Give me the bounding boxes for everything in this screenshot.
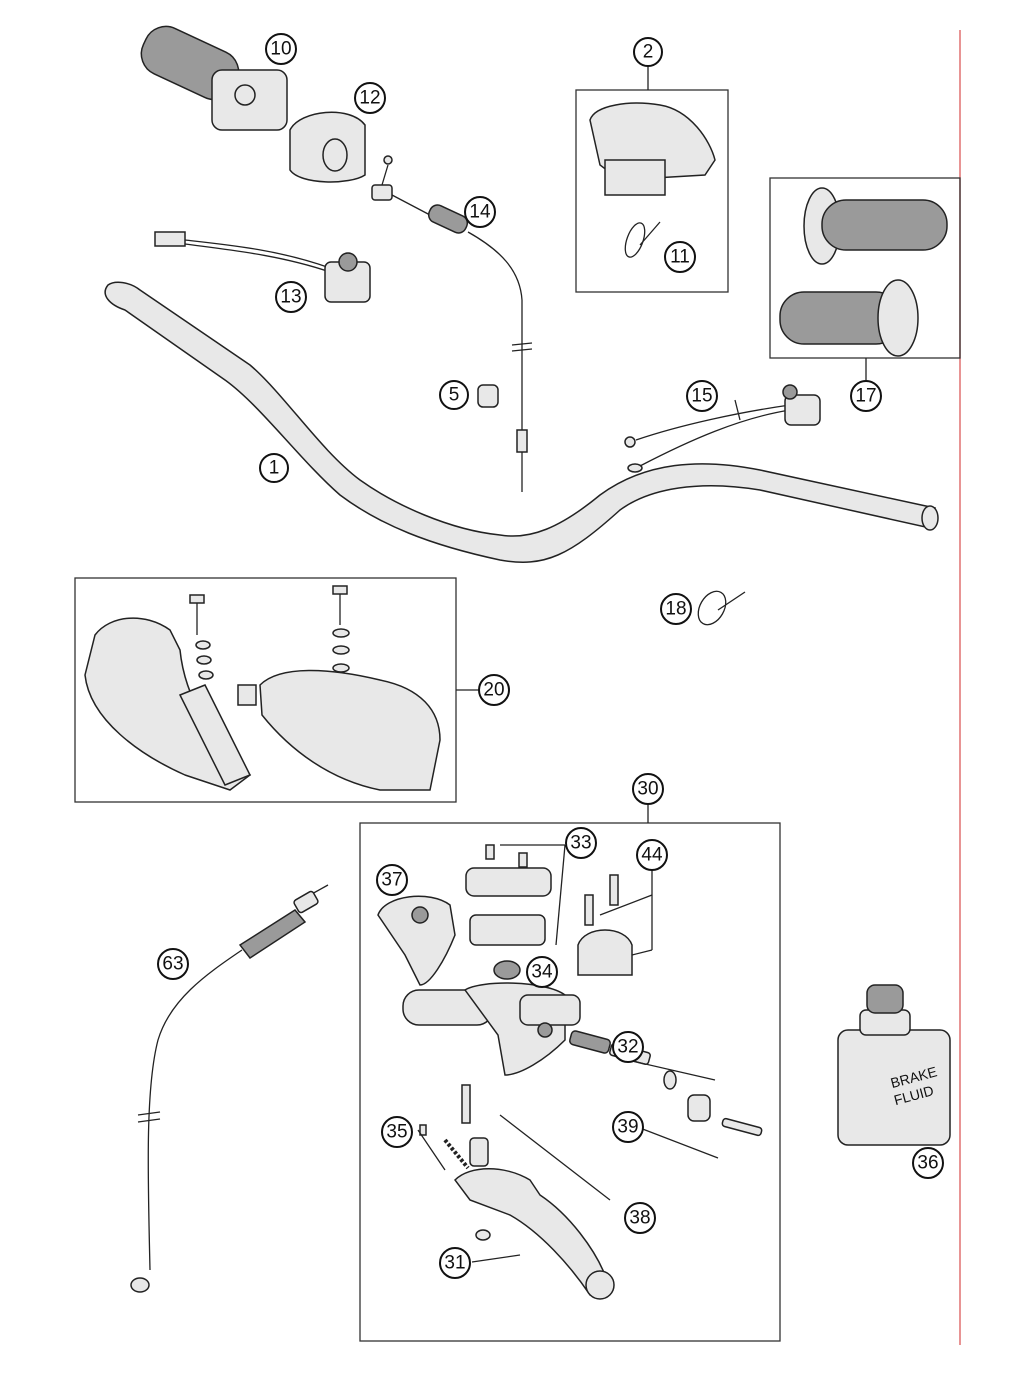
callout-1: 1 <box>259 453 289 483</box>
callout-20: 20 <box>478 674 510 706</box>
callout-11: 11 <box>664 241 696 273</box>
callout-18: 18 <box>660 593 692 625</box>
throttle-grip <box>140 25 288 131</box>
cable-tie-18 <box>697 590 746 626</box>
callout-34: 34 <box>526 956 558 988</box>
switch-15 <box>624 384 821 473</box>
switch-13 <box>154 231 371 303</box>
svg-text:38: 38 <box>629 1208 650 1229</box>
svg-text:35: 35 <box>386 1122 407 1143</box>
callout-10: 10 <box>265 33 297 65</box>
handguards-20 <box>84 585 441 791</box>
callout-44: 44 <box>636 839 668 871</box>
brake-fluid-can-36: BRAKE FLUID <box>837 984 951 1146</box>
callout-37: 37 <box>376 864 408 896</box>
svg-text:15: 15 <box>691 386 712 407</box>
cover-part-2 <box>589 102 716 258</box>
svg-text:5: 5 <box>449 385 460 406</box>
svg-text:36: 36 <box>917 1153 938 1174</box>
leader-lines <box>417 66 867 1263</box>
callout-17: 17 <box>850 380 882 412</box>
svg-text:33: 33 <box>570 833 591 854</box>
handlebar <box>104 281 939 563</box>
callout-13: 13 <box>275 281 307 313</box>
svg-text:18: 18 <box>665 599 686 620</box>
callout-30: 30 <box>632 773 664 805</box>
callout-39: 39 <box>612 1111 644 1143</box>
callout-63: 63 <box>157 948 189 980</box>
box-part-2 <box>575 89 729 293</box>
callout-38: 38 <box>624 1202 656 1234</box>
svg-text:34: 34 <box>531 962 553 983</box>
svg-text:31: 31 <box>444 1253 465 1274</box>
callout-31: 31 <box>439 1247 471 1279</box>
svg-text:39: 39 <box>617 1117 638 1138</box>
callout-35: 35 <box>381 1116 413 1148</box>
callout-2: 2 <box>633 37 663 67</box>
grips-17 <box>779 187 948 357</box>
callout-36: 36 <box>912 1147 944 1179</box>
brake-line-63 <box>130 884 329 1293</box>
svg-text:63: 63 <box>162 954 183 975</box>
svg-text:2: 2 <box>643 42 654 63</box>
callout-15: 15 <box>686 380 718 412</box>
clip-5 <box>477 384 499 408</box>
box-part-17 <box>769 177 961 359</box>
svg-text:11: 11 <box>670 247 690 268</box>
svg-text:10: 10 <box>270 39 291 60</box>
master-cylinder-30 <box>377 844 763 1300</box>
svg-text:20: 20 <box>483 680 504 701</box>
svg-text:30: 30 <box>637 779 658 800</box>
svg-text:32: 32 <box>617 1037 638 1058</box>
svg-text:17: 17 <box>855 386 876 407</box>
callout-32: 32 <box>612 1031 644 1063</box>
box-part-30 <box>359 822 781 1342</box>
svg-text:1: 1 <box>269 458 280 479</box>
callout-33: 33 <box>565 827 597 859</box>
callout-14: 14 <box>464 196 496 228</box>
callout-12: 12 <box>354 82 386 114</box>
cable-14 <box>371 155 533 492</box>
callout-5: 5 <box>439 380 469 410</box>
svg-text:37: 37 <box>381 870 402 891</box>
svg-text:13: 13 <box>280 287 301 308</box>
throttle-cover <box>289 111 366 183</box>
svg-text:44: 44 <box>641 845 663 866</box>
svg-text:12: 12 <box>359 88 380 109</box>
svg-text:14: 14 <box>469 202 491 223</box>
